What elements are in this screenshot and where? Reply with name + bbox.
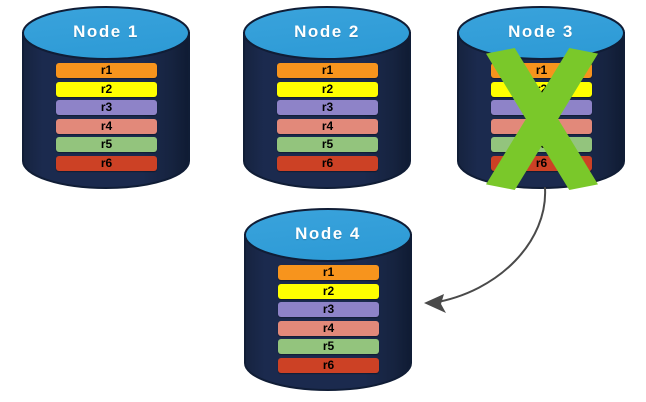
replica-row[interactable]: r4 [491,118,592,134]
cylinder-top-cap [244,208,412,262]
replica-row[interactable]: r6 [278,358,379,373]
replica-row[interactable]: r6 [277,156,378,171]
replica-row[interactable]: r2 [491,81,592,97]
cylinder-top-cap [457,6,625,60]
replica-row[interactable]: r3 [491,100,592,116]
replica-row[interactable]: r4 [56,118,157,134]
replica-row[interactable]: r5 [491,137,592,153]
replica-row[interactable]: r1 [56,63,157,78]
replica-row[interactable]: r6 [491,156,592,171]
replica-row[interactable]: r4 [278,320,379,336]
replica-row[interactable]: r5 [278,339,379,355]
replica-row[interactable]: r5 [56,137,157,153]
replica-row[interactable]: r2 [278,283,379,299]
replica-row[interactable]: r3 [278,302,379,318]
replica-row[interactable]: r3 [277,100,378,116]
replication-arrow-head [424,294,446,313]
replica-row[interactable]: r1 [277,63,378,78]
replica-row[interactable]: r4 [277,118,378,134]
cylinder-top-cap [22,6,190,60]
replica-row[interactable]: r3 [56,100,157,116]
replication-arrow-curve [431,187,547,304]
replica-row[interactable]: r1 [491,63,592,78]
replica-row[interactable]: r5 [277,137,378,153]
replica-row[interactable]: r6 [56,156,157,171]
replica-row[interactable]: r2 [56,81,157,97]
replica-row[interactable]: r2 [277,81,378,97]
cylinder-top-cap [243,6,411,60]
replica-row[interactable]: r1 [278,265,379,280]
